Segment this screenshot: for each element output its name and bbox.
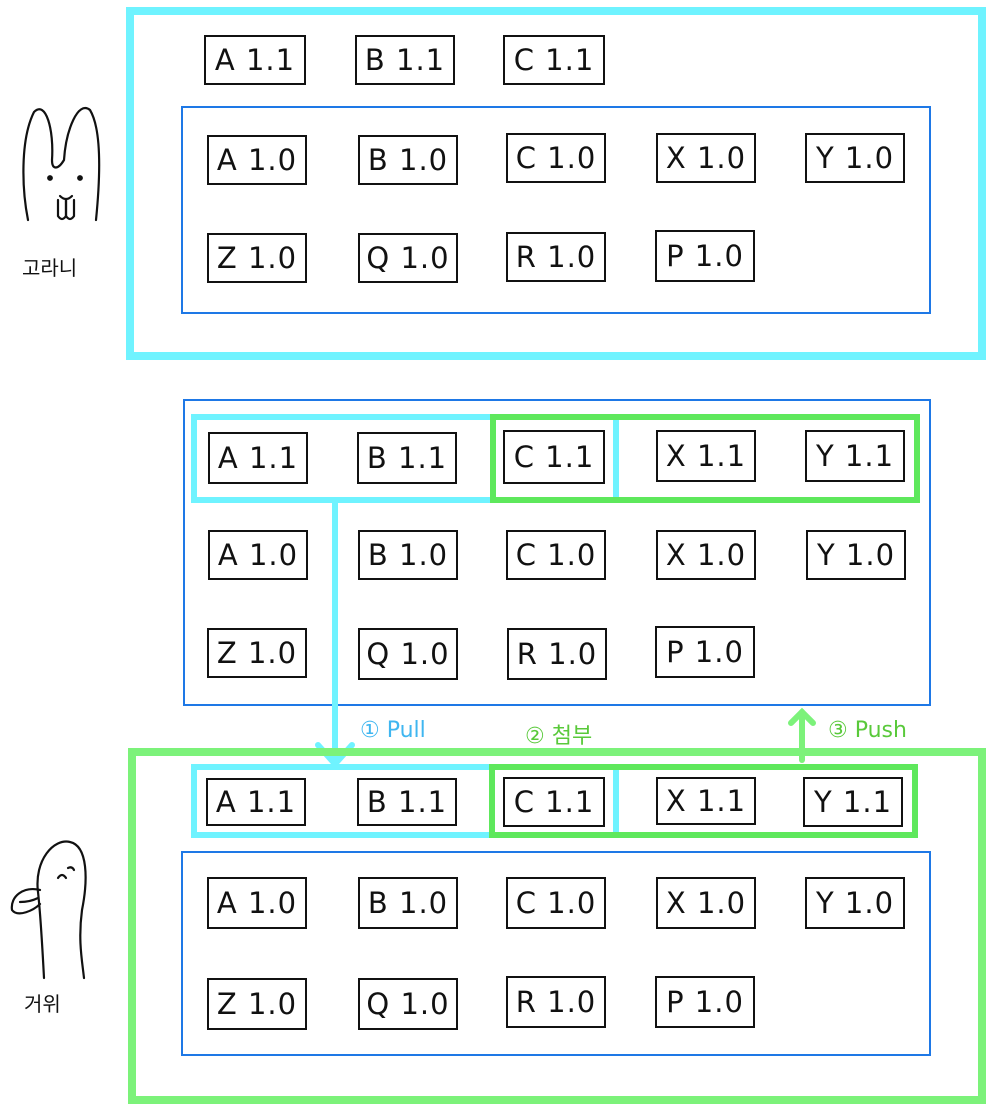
file-box: A 1.0: [208, 530, 308, 580]
file-box: B 1.0: [358, 877, 458, 929]
file-box: Y 1.0: [806, 530, 906, 580]
top-repo-area: [181, 106, 931, 314]
file-box: Z 1.0: [207, 978, 307, 1030]
file-box: R 1.0: [507, 628, 607, 680]
file-box: X 1.0: [656, 877, 756, 929]
file-box: C 1.0: [506, 133, 606, 183]
top-panel: [126, 7, 986, 360]
file-box: A 1.1: [206, 778, 306, 826]
bottom-repo-area: [181, 851, 931, 1056]
file-box: X 1.1: [656, 777, 756, 825]
file-box: Z 1.0: [207, 233, 307, 283]
file-box: Z 1.0: [207, 628, 307, 678]
file-box: B 1.0: [358, 135, 458, 185]
file-box: P 1.0: [655, 976, 755, 1028]
file-box: P 1.0: [655, 626, 755, 678]
file-box: Q 1.0: [358, 978, 458, 1030]
file-box: B 1.0: [358, 530, 458, 580]
file-box: A 1.1: [204, 35, 306, 85]
file-box: B 1.1: [357, 778, 457, 826]
pulled-group-outline: [191, 414, 619, 503]
step-pull-label: ① Pull: [360, 718, 426, 743]
file-box: X 1.0: [656, 530, 756, 580]
file-box: B 1.1: [355, 35, 455, 85]
rabbit-icon: [22, 107, 101, 222]
bottom-actor-name: 거위: [24, 992, 61, 1016]
file-box: X 1.0: [656, 133, 756, 183]
attached-group-outline: [489, 764, 918, 838]
arrow-down-icon: [315, 500, 355, 769]
goose-icon: [10, 840, 87, 980]
file-box: A 1.0: [207, 877, 307, 929]
bottom-panel: [128, 748, 986, 1104]
file-box: C 1.1: [503, 777, 605, 827]
file-box: R 1.0: [506, 976, 606, 1028]
file-box: Q 1.0: [358, 628, 458, 680]
file-box: Y 1.1: [805, 430, 905, 482]
file-box: B 1.1: [357, 432, 457, 484]
file-box: C 1.1: [503, 35, 605, 85]
file-box: X 1.1: [656, 430, 756, 482]
step-push-label: ③ Push: [828, 718, 907, 743]
file-box: C 1.1: [503, 430, 605, 484]
file-box: C 1.0: [506, 530, 606, 580]
file-box: Y 1.1: [803, 777, 903, 827]
file-box: R 1.0: [506, 232, 606, 282]
file-box: Y 1.0: [805, 133, 905, 183]
middle-repo-area: [183, 399, 931, 706]
file-box: P 1.0: [655, 230, 755, 282]
file-box: A 1.0: [207, 135, 307, 185]
step-attach-label: ② 첨부: [525, 724, 593, 749]
file-box: C 1.0: [506, 877, 606, 929]
pulled-group-outline: [191, 764, 619, 838]
file-box: A 1.1: [208, 432, 308, 484]
file-box: Q 1.0: [358, 233, 458, 283]
attached-group-outline: [490, 414, 920, 503]
top-actor-name: 고라니: [22, 256, 78, 280]
file-box: Y 1.0: [805, 877, 905, 929]
